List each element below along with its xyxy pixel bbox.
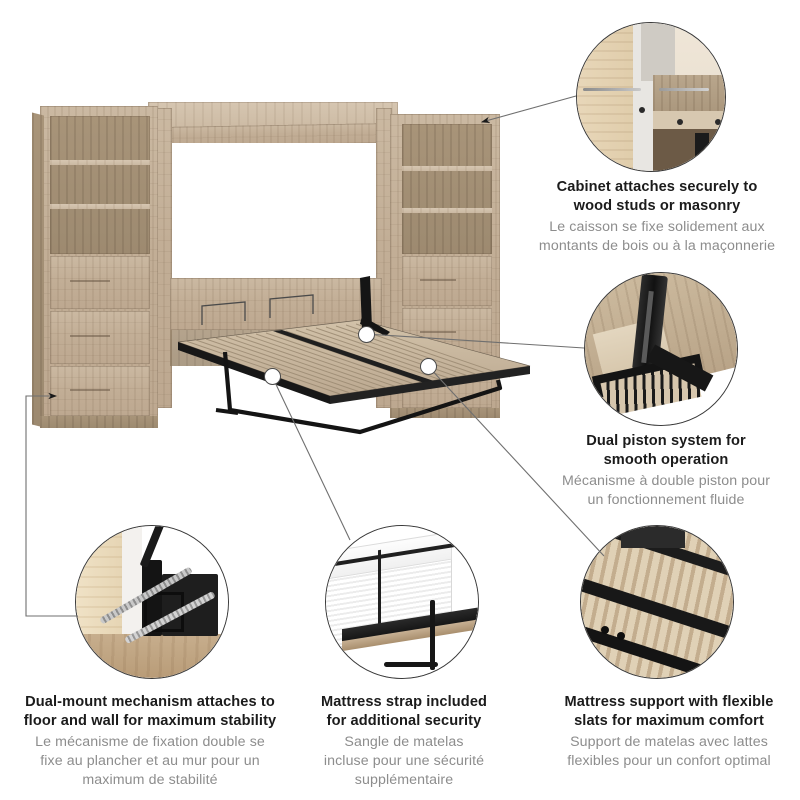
wall-screw-2 — [659, 88, 709, 91]
connector-dot-flexible-slats — [420, 358, 437, 375]
floor-surface — [76, 634, 228, 678]
screw-hole-3 — [715, 119, 721, 125]
caption-fr: Le mécanisme de fixation double se fixe … — [35, 733, 265, 788]
callout-flexible-slats — [580, 525, 734, 679]
mattress-strap — [378, 549, 381, 635]
connector-dot-dual-piston — [358, 326, 375, 343]
drawer-handle-icon — [70, 389, 110, 391]
cabinet-shelf-surface — [653, 111, 725, 129]
bed-frame — [177, 276, 531, 435]
left-cabinet-drawer-2 — [50, 311, 150, 364]
callout-wall-mount — [576, 22, 726, 172]
flexible-slats-photo — [581, 526, 733, 678]
bed-center-bar — [273, 330, 440, 385]
bed-left-divider — [156, 108, 172, 408]
caption-wall-mount: Cabinet attaches securely to wood studs … — [514, 178, 800, 256]
dual-piston-mechanism-photo — [585, 273, 737, 425]
left-cabinet-shelf-2 — [50, 204, 150, 209]
dual-mount-floor-wall-hardware-photo — [76, 526, 228, 678]
mattress-retainer-brackets — [201, 294, 314, 325]
connector-dot-mattress-strap — [264, 368, 281, 385]
right-cabinet-shelf-2 — [402, 208, 492, 213]
wall-stud — [577, 23, 633, 171]
bed-leg-foot — [384, 662, 438, 667]
right-cabinet-shelf-cavity — [402, 124, 492, 254]
mounting-bracket — [695, 133, 709, 167]
caption-en: Cabinet attaches securely to wood studs … — [556, 179, 758, 215]
callout-dual-piston — [584, 272, 738, 426]
right-cabinet-shelf-1 — [402, 166, 492, 171]
caption-en: Dual piston system for smooth operation — [586, 433, 746, 469]
caption-en: Mattress support with flexible slats for… — [564, 694, 774, 730]
caption-fr: Mécanisme à double piston pour un foncti… — [561, 472, 771, 508]
caption-fr: Sangle de matelas incluse pour une sécur… — [323, 733, 485, 788]
drywall-layer — [122, 526, 142, 636]
frame-corner — [621, 526, 685, 548]
cabinet-wall-anchor-photo — [577, 23, 725, 171]
piston-bracket — [360, 316, 390, 336]
wall-screw-1 — [583, 88, 641, 91]
mount-post — [142, 560, 162, 636]
caption-dual-piston: Dual piston system for smooth operation … — [530, 432, 800, 510]
wall-shadow — [641, 23, 675, 81]
product-illustration — [30, 80, 550, 440]
callout-dual-mount — [75, 525, 229, 679]
drawer-handle-icon — [420, 279, 456, 281]
bed-leg-vertical — [430, 600, 435, 670]
cabinet-interior-shadow — [653, 129, 725, 171]
drawer-handle-icon — [70, 280, 110, 282]
left-cabinet-shelf-1 — [50, 160, 150, 165]
caption-mattress-strap: Mattress strap included for additional s… — [300, 693, 508, 789]
slat-rivet-2 — [617, 632, 625, 640]
caption-en: Mattress strap included for additional s… — [320, 694, 488, 730]
bed-recess — [170, 143, 380, 278]
drawer-handle-icon — [420, 331, 456, 333]
caption-fr: Support de matelas avec lattes flexibles… — [567, 733, 771, 769]
right-cabinet-drawer-1 — [402, 256, 492, 306]
left-cabinet-shelf-cavity — [50, 116, 150, 254]
caption-flexible-slats: Mattress support with flexible slats for… — [538, 693, 800, 771]
left-cabinet-drawer-1 — [50, 256, 150, 309]
caption-en: Dual-mount mechanism attaches to floor a… — [23, 694, 277, 730]
caption-fr: Le caisson se fixe solidement aux montan… — [538, 218, 776, 254]
screw-hole-2 — [677, 119, 683, 125]
screw-hole-1 — [639, 107, 645, 113]
slat-rivet-1 — [601, 626, 609, 634]
drawer-handle-icon — [70, 335, 110, 337]
bed-leg-foot — [215, 408, 239, 415]
piston-arm — [360, 276, 372, 330]
caption-dual-mount: Dual-mount mechanism attaches to floor a… — [8, 693, 292, 789]
callout-mattress-strap — [325, 525, 479, 679]
mattress-strap-photo — [326, 526, 478, 678]
bed-slats — [185, 323, 511, 395]
